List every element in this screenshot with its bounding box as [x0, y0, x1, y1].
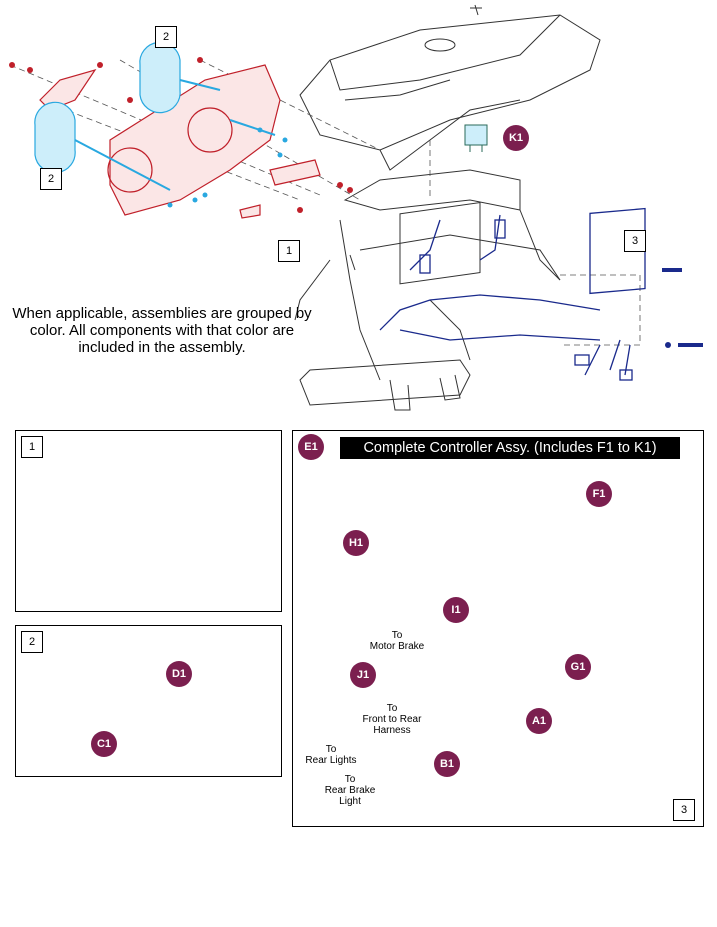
badge-h1: H1 [343, 530, 369, 556]
red-dash-panel [39, 64, 321, 219]
badge-d1: D1 [166, 661, 192, 687]
red-screws [9, 57, 353, 213]
main-frame [294, 169, 561, 411]
detail-panel-3: E1 3 [292, 430, 704, 827]
badge-a1: A1 [526, 708, 552, 734]
label-motor-brake: To Motor Brake [369, 630, 425, 652]
right-screws [662, 268, 703, 348]
badge-g1: G1 [565, 654, 591, 680]
badge-c1: C1 [91, 731, 117, 757]
assembly-color-note: When applicable, assemblies are grouped … [12, 305, 312, 356]
badge-j1: J1 [350, 662, 376, 688]
frame-harness [379, 207, 646, 381]
callout-2-left: 2 [40, 168, 62, 190]
callout-2-top: 2 [155, 26, 177, 48]
detail-panel-2: 2 D1 C1 [15, 625, 282, 777]
k1-part [464, 124, 488, 152]
detail-panel-1: 1 [15, 430, 282, 612]
blue-fasteners [167, 127, 288, 208]
callout-3: 3 [624, 230, 646, 252]
seat-shroud [299, 4, 601, 171]
badge-k1: K1 [503, 125, 529, 151]
panel-3-label: 3 [673, 799, 695, 821]
gauges [34, 41, 276, 191]
label-rear-brake-light: To Rear Brake Light [324, 774, 376, 807]
label-front-rear-harness: To Front to Rear Harness [362, 703, 422, 736]
label-rear-lights: To Rear Lights [305, 744, 357, 766]
badge-e1: E1 [298, 434, 324, 460]
panel-1-label: 1 [21, 436, 43, 458]
panel-2-label: 2 [21, 631, 43, 653]
controller-assembly-banner: Complete Controller Assy. (Includes F1 t… [340, 437, 680, 459]
badge-f1: F1 [586, 481, 612, 507]
badge-i1: I1 [443, 597, 469, 623]
callout-1: 1 [278, 240, 300, 262]
badge-b1: B1 [434, 751, 460, 777]
